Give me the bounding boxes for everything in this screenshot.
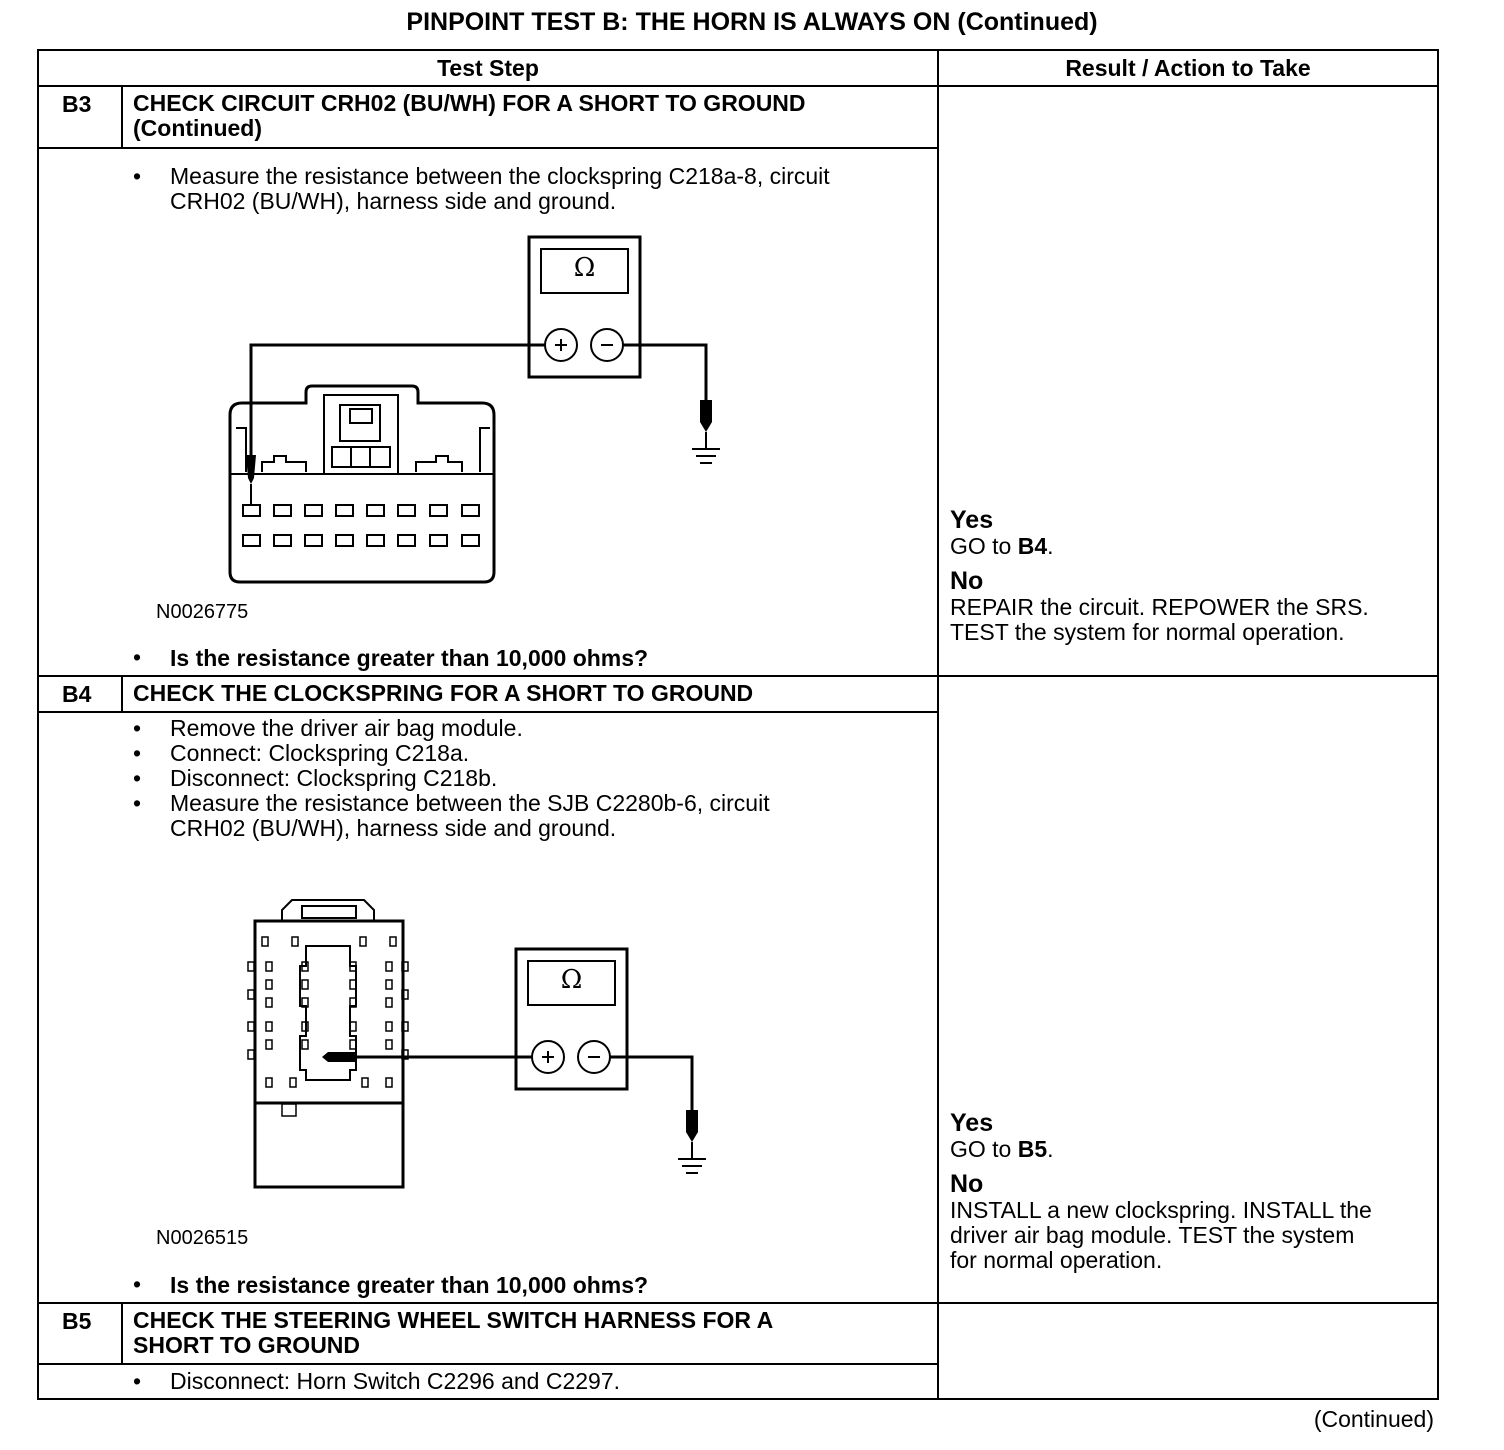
step-id-b4: B4	[62, 681, 92, 707]
bullet-marker: •	[133, 740, 142, 766]
ground-icon	[678, 1158, 706, 1174]
step-id-b3: B3	[62, 91, 92, 117]
b4-instruction-4: Measure the resistance between the SJB C…	[170, 790, 770, 841]
negative-lead	[623, 343, 708, 405]
b4-instruction-3: Disconnect: Clockspring C218b.	[170, 765, 498, 791]
b4-yes-action: GO to B5.	[950, 1136, 1054, 1162]
ground-probe	[700, 400, 712, 432]
b4-no-label: No	[950, 1170, 984, 1198]
ohmmeter-body	[527, 235, 642, 379]
b3-connector-diagram	[228, 235, 720, 584]
b3-no-action: REPAIR the circuit. REPOWER the SRS. TES…	[950, 594, 1369, 645]
step-title-b3: CHECK CIRCUIT CRH02 (BU/WH) FOR A SHORT …	[133, 90, 806, 141]
ground-icon	[692, 448, 720, 464]
bullet-marker: •	[133, 644, 142, 670]
positive-lead	[249, 343, 545, 470]
figure-code-b3: N0026775	[156, 601, 249, 623]
ohmmeter-display	[527, 960, 616, 1006]
b4-instruction-2: Connect: Clockspring C218a.	[170, 740, 470, 766]
bullet-marker: •	[133, 715, 142, 741]
b4-connector-diagram	[247, 899, 706, 1189]
bullet-marker: •	[133, 790, 142, 816]
figure-code-b4: N0026515	[156, 1227, 249, 1249]
b4-yes-label: Yes	[950, 1109, 994, 1137]
header-test-step: Test Step	[437, 55, 539, 81]
continued-note: (Continued)	[1313, 1406, 1434, 1432]
step-title-b5: CHECK THE STEERING WHEEL SWITCH HARNESS …	[133, 1307, 774, 1358]
b3-instruction: Measure the resistance between the clock…	[170, 163, 830, 214]
negative-lead	[610, 1055, 694, 1115]
ohm-symbol: Ω	[573, 253, 596, 283]
page-title: PINPOINT TEST B: THE HORN IS ALWAYS ON (…	[406, 8, 1098, 36]
b3-yes-label: Yes	[950, 506, 994, 534]
b4-no-action: INSTALL a new clockspring. INSTALL the d…	[950, 1197, 1372, 1273]
b3-yes-action: GO to B4.	[950, 533, 1054, 559]
connector-latch	[323, 394, 399, 475]
b4-instruction-1: Remove the driver air bag module.	[170, 715, 523, 741]
connector-latch	[281, 899, 375, 921]
ohmmeter-body	[514, 947, 629, 1091]
connector-pins	[242, 504, 480, 547]
bullet-marker: •	[133, 163, 142, 189]
header-result: Result / Action to Take	[1065, 55, 1311, 81]
b3-no-label: No	[950, 567, 984, 595]
b5-instruction: Disconnect: Horn Switch C2296 and C2297.	[170, 1368, 621, 1394]
bullet-marker: •	[133, 765, 142, 791]
step-title-b4: CHECK THE CLOCKSPRING FOR A SHORT TO GRO…	[133, 680, 754, 706]
step-id-b5: B5	[62, 1308, 92, 1334]
b4-question: Is the resistance greater than 10,000 oh…	[170, 1272, 649, 1298]
ohm-symbol: Ω	[560, 965, 583, 995]
bullet-marker: •	[133, 1368, 142, 1394]
probe-tip	[322, 1052, 356, 1062]
probe-tip	[246, 455, 256, 484]
connector-housing	[228, 384, 496, 584]
connector-pins	[247, 936, 409, 1117]
ohmmeter-display	[540, 248, 629, 294]
sjb-connector-housing	[253, 919, 405, 1189]
ground-probe	[686, 1110, 698, 1142]
b3-question: Is the resistance greater than 10,000 oh…	[170, 645, 649, 671]
bullet-marker: •	[133, 1271, 142, 1297]
